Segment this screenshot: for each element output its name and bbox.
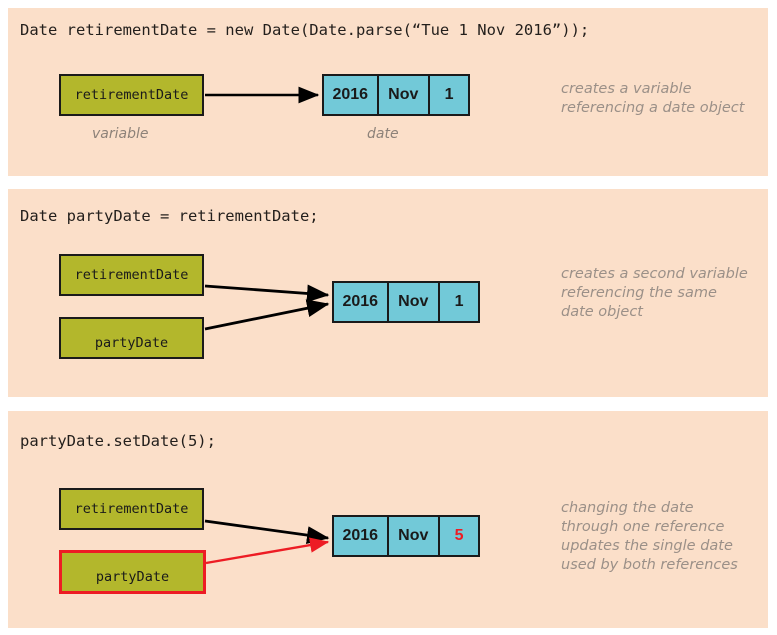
panel-step-2: Date partyDate = retirementDate; retirem… [8,189,768,397]
date-cell-month-1: Nov [378,76,431,114]
variable-box-retirementdate-2[interactable]: retirementDate [59,254,204,296]
annotation-step-1: creates a variable referencing a date ob… [561,81,745,116]
reference-arrow-partydate-2 [204,299,330,331]
variable-box-label: partyDate [95,569,170,585]
variable-box-retirementdate-3[interactable]: retirementDate [59,488,204,530]
variable-box-retirementdate-1[interactable]: retirementDate [59,74,204,116]
reference-arrow-retirementdate-3 [204,519,330,545]
caption-variable-1: variable [92,126,149,142]
variable-box-label: retirementDate [74,267,189,283]
variable-box-label: partyDate [94,335,169,351]
date-cell-day-3: 5 [440,517,478,555]
code-line-step-3: partyDate.setDate(5); [20,432,216,450]
variable-box-label: retirementDate [74,87,189,103]
panel-step-1: Date retirementDate = new Date(Date.pars… [8,8,768,176]
reference-arrow-retirementdate-2 [204,284,330,303]
variable-box-partydate-2[interactable]: partyDate [59,317,204,359]
date-object-box-2[interactable]: 2016 Nov 1 [332,281,480,323]
date-object-box-1[interactable]: 2016 Nov 1 [322,74,470,116]
annotation-step-3: changing the date through one reference … [561,500,738,573]
code-line-step-2: Date partyDate = retirementDate; [20,207,319,225]
variable-box-partydate-3[interactable]: partyDate [59,550,206,594]
reference-arrow-partydate-3 [205,537,330,565]
date-cell-year-2: 2016 [334,283,389,321]
panel-step-3: partyDate.setDate(5); retirementDate par… [8,411,768,628]
date-cell-year-3: 2016 [334,517,389,555]
variable-box-label: retirementDate [74,501,189,517]
date-cell-month-3: Nov [388,517,441,555]
date-object-box-3[interactable]: 2016 Nov 5 [332,515,480,557]
date-cell-month-2: Nov [388,283,441,321]
date-cell-day-2: 1 [440,283,478,321]
caption-date-1: date [367,126,399,142]
date-cell-year-1: 2016 [324,76,379,114]
code-line-step-1: Date retirementDate = new Date(Date.pars… [20,21,590,39]
date-cell-day-1: 1 [430,76,468,114]
annotation-step-2: creates a second variable referencing th… [561,266,748,320]
